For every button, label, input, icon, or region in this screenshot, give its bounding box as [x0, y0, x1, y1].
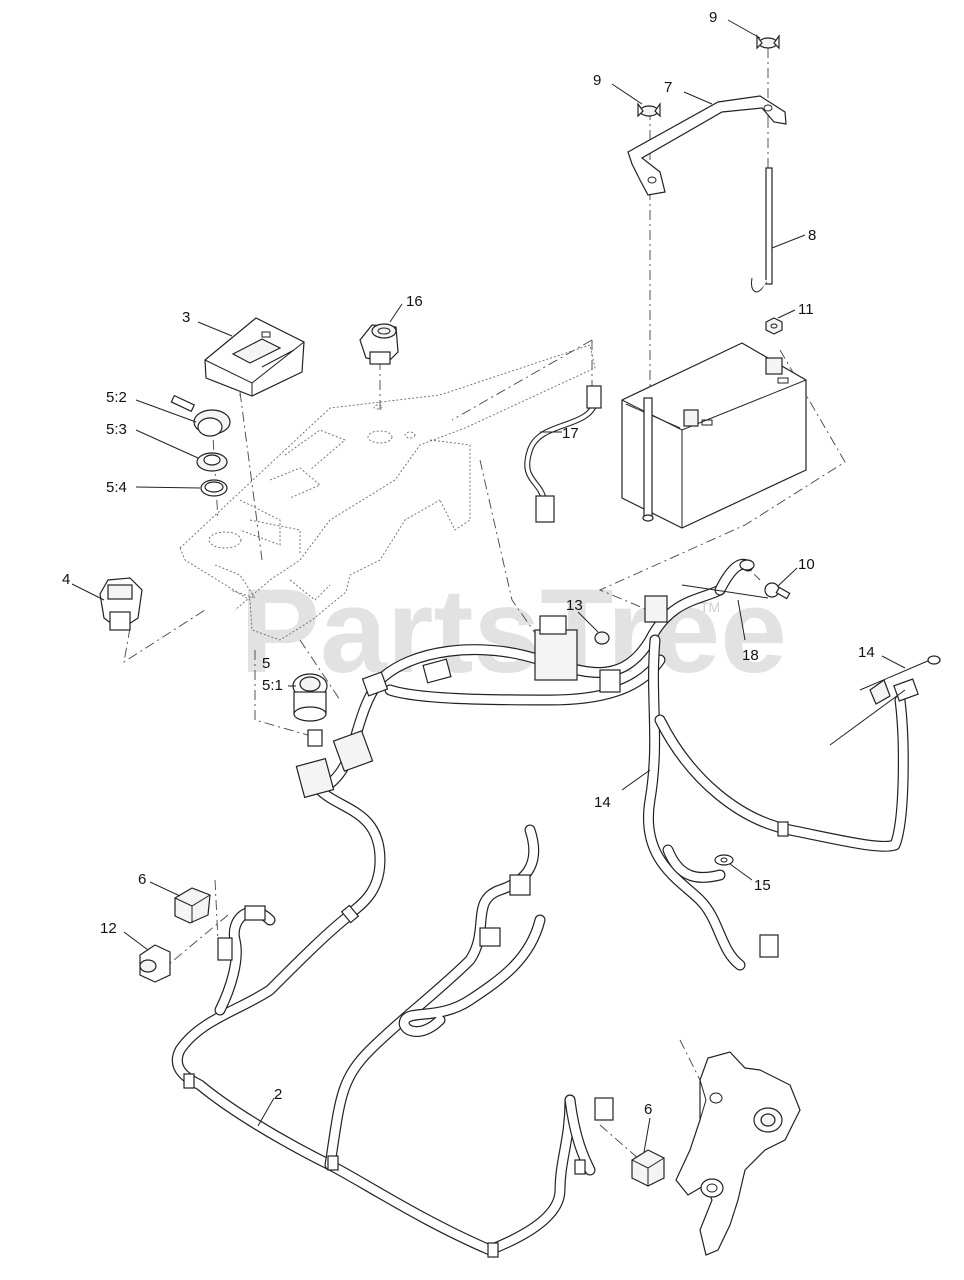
callout-5-4: 5:4 — [106, 479, 127, 496]
diode — [139, 944, 171, 983]
j-bolt-rod — [751, 167, 773, 293]
harness-connectors — [217, 595, 919, 1121]
pedal-bracket — [675, 1051, 801, 1256]
main-wiring-harness — [172, 584, 909, 1258]
callout-6-top: 6 — [138, 871, 146, 888]
leader-lines — [71, 19, 906, 1153]
callout-9-left: 9 — [593, 72, 601, 89]
callout-8: 8 — [808, 227, 816, 244]
callout-10: 10 — [798, 556, 815, 573]
callout-9-top: 9 — [709, 9, 717, 26]
callout-15: 15 — [754, 877, 771, 894]
callout-6-bottom: 6 — [644, 1101, 652, 1118]
callout-5-3: 5:3 — [106, 421, 127, 438]
ignition-switch — [292, 673, 328, 747]
callout-17: 17 — [562, 425, 579, 442]
ground-washer — [714, 854, 734, 866]
wing-nut-left — [637, 102, 661, 118]
callout-5-1: 5:1 — [262, 677, 283, 694]
callout-14-mid: 14 — [594, 794, 611, 811]
callout-4: 4 — [62, 571, 70, 588]
pto-switch — [99, 577, 143, 631]
callout-labels: 9 9 7 8 11 16 3 5:2 5:3 5:4 17 10 18 4 1… — [62, 9, 875, 1118]
washer — [200, 479, 228, 497]
callout-2: 2 — [274, 1086, 282, 1103]
battery-cable — [714, 558, 941, 746]
relay-lower — [631, 1149, 665, 1187]
cable-tie — [681, 584, 769, 599]
battery-hold-down-bracket — [627, 95, 787, 196]
callout-12: 12 — [100, 920, 117, 937]
wing-nut-top — [756, 34, 780, 50]
callout-3: 3 — [182, 309, 190, 326]
ignition-key — [170, 394, 231, 437]
callout-14-right: 14 — [858, 644, 875, 661]
watermark-trademark: TM — [700, 599, 720, 615]
callout-5-2: 5:2 — [106, 389, 127, 406]
watermark: PartsTree TM — [240, 564, 787, 698]
terminal-nut — [765, 317, 783, 335]
relay-upper — [174, 887, 211, 924]
callout-11: 11 — [798, 301, 814, 318]
hour-meter — [204, 317, 305, 397]
callout-5: 5 — [262, 655, 270, 672]
plug-cap — [594, 631, 610, 645]
callout-16: 16 — [406, 293, 423, 310]
callout-7: 7 — [664, 79, 672, 96]
callout-18: 18 — [742, 647, 759, 664]
battery — [621, 342, 807, 529]
watermark-text: PartsTree — [240, 564, 787, 698]
adapter-harness — [524, 385, 602, 523]
power-outlet — [359, 323, 399, 365]
terminal-bolt — [764, 582, 791, 600]
lock-nut — [196, 452, 228, 472]
callout-13: 13 — [566, 597, 583, 614]
mounting-frame — [179, 344, 596, 641]
